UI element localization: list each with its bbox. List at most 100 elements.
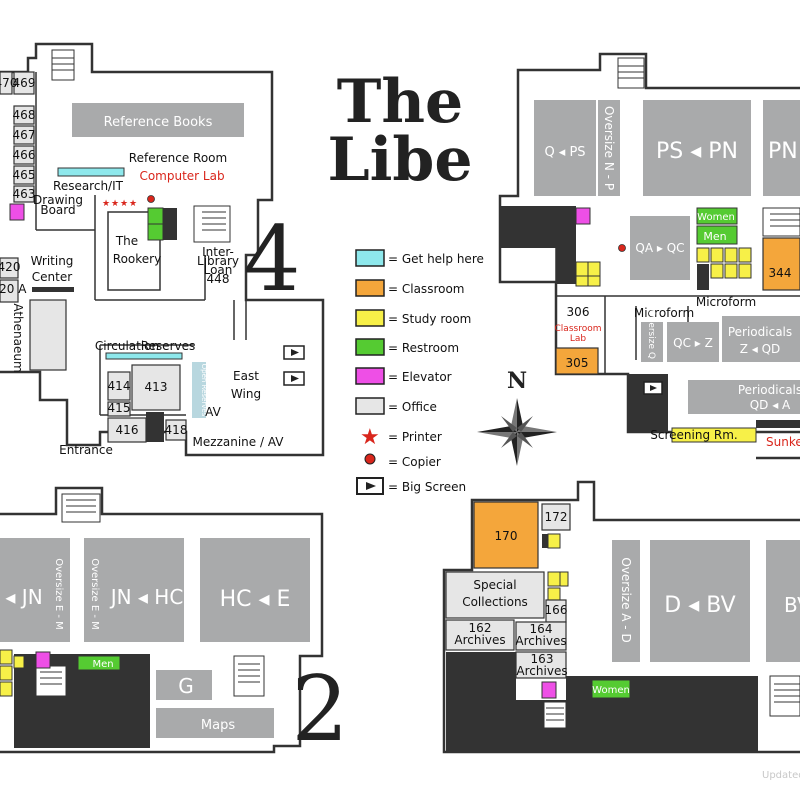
- stack-periodicals-z-qd: [722, 316, 800, 362]
- room-label: 470: [0, 76, 17, 90]
- archives-164-label: Archives: [515, 634, 566, 648]
- floor-3-study-room: [575, 275, 589, 287]
- room-413: [131, 364, 181, 411]
- archives-163-label: Archives: [516, 664, 567, 678]
- stack-qc-z: [667, 322, 719, 362]
- rookery-label-2: Rookery: [113, 252, 161, 266]
- stack-ps-pn-label: PS ◂ PN: [656, 139, 738, 164]
- oversize-e-m-label: Oversize E - M: [89, 558, 100, 630]
- legend-label: = Big Screen: [388, 480, 466, 494]
- floor-2-elevator: [35, 651, 51, 669]
- writing-center-label: Center: [32, 270, 72, 284]
- open-reserves-shelf: [192, 362, 206, 418]
- floor-4-restroom: [147, 223, 164, 241]
- computer-lab-label: Computer Lab: [139, 169, 224, 183]
- room-465: [13, 165, 35, 185]
- microform-label: Microform: [634, 306, 694, 320]
- floor-2-plan: A ◂ JN Oversize E - M JN ◂ HC Oversize E…: [0, 486, 349, 762]
- stack-a-jn-label: A ◂ JN: [0, 585, 43, 609]
- room-420: [0, 257, 19, 279]
- floor-2-inner-stairs: [35, 665, 67, 697]
- periodicals-z-qd-label: Z ◂ QD: [740, 342, 781, 356]
- room-label: 413: [145, 380, 168, 394]
- room-470: [0, 71, 13, 95]
- floor-4-stairs: [51, 49, 75, 81]
- stack-oversize-q-z: [641, 322, 663, 362]
- classroom-swatch-icon: [355, 279, 385, 297]
- room-344: [762, 237, 800, 291]
- room-344-label: 344: [769, 266, 792, 280]
- room-label: 416: [116, 423, 139, 437]
- interlibrary-label: Inter-: [202, 245, 234, 259]
- oversize-a-d-label: Oversize A - D: [619, 557, 633, 642]
- special-collections-room: [445, 571, 545, 619]
- floor-3-stairs: [617, 57, 645, 89]
- stack-hc-e: [200, 538, 310, 642]
- room-463: [13, 185, 35, 203]
- room-label: 415: [108, 401, 131, 415]
- circulation-label: Circulation: [95, 339, 159, 353]
- floor-1-elevator: [541, 681, 557, 699]
- compass-rose: N: [477, 368, 557, 466]
- archives-164-label: 164: [530, 622, 553, 636]
- floor-1-women-restroom: [591, 679, 631, 699]
- writing-center-label: Writing: [31, 254, 74, 268]
- men-restroom-label: Men: [703, 230, 726, 243]
- floor-1-study-room: [559, 571, 569, 587]
- stack-ps-pn: [643, 100, 751, 196]
- floor-4-number: 4: [243, 207, 300, 312]
- interlibrary-label: Loan: [204, 263, 233, 277]
- oversize-q-z-label: Oversize Q - Z: [646, 310, 656, 374]
- floor-3-plan: Q ◂ PS Oversize N - P PS ◂ PN PN ◂ QA ▸ …: [498, 52, 800, 460]
- legend-label: = Classroom: [388, 282, 464, 296]
- stack-periodicals-qd-a: [688, 380, 800, 414]
- floor-3-study-room: [587, 261, 601, 277]
- floor-1-right-stairs: [769, 675, 800, 717]
- screening-room: [671, 427, 757, 443]
- updated-note: Updated: [762, 770, 800, 781]
- room-label: 418: [165, 423, 188, 437]
- archives-163-label: 163: [531, 652, 554, 666]
- stack-qa-qc-label: QA ▸ QC: [635, 241, 684, 255]
- floor-2-number: 2: [291, 657, 348, 762]
- floor-2-outline: [0, 486, 324, 754]
- microform-label: Microform: [696, 295, 756, 309]
- floor-1-plan: 170 172 Special Collections 166 162 Arch…: [442, 480, 800, 754]
- floor-3-study-rooms-center: [696, 247, 752, 279]
- floor-4-printers: ★ ★ ★ ★: [102, 195, 155, 209]
- legend-label: = Elevator: [388, 370, 452, 384]
- help-swatch-icon: [355, 249, 385, 267]
- room-label: 465: [13, 168, 36, 182]
- screening-room-label: Screening Rm.: [650, 428, 737, 442]
- floor-2-right-stairs: [233, 655, 265, 697]
- room-172: [541, 503, 571, 531]
- copier-dot-icon: [618, 244, 626, 252]
- room-305: [555, 347, 599, 375]
- floor-3-outline: [498, 52, 800, 434]
- stack-maps: [156, 708, 274, 738]
- archives-163: [515, 651, 567, 679]
- rookery-label-1: The: [115, 234, 138, 248]
- legend-label: = Get help here: [388, 252, 484, 266]
- stack-pn: [763, 100, 800, 196]
- oversize-n-p-label: Oversize N - P: [602, 106, 616, 190]
- av-label: AV: [205, 405, 221, 419]
- archives-164: [515, 621, 567, 651]
- printer-star-icon: ★: [120, 199, 128, 209]
- room-467: [13, 125, 35, 145]
- classroom-lab-label: Classroom: [555, 324, 602, 334]
- drawing-board-label: Drawing: [33, 193, 83, 207]
- stack-qa-qc: [630, 216, 690, 280]
- floor-4-vault: [146, 412, 164, 442]
- circulation-desk: [105, 352, 183, 360]
- floor-3-dark-block: [556, 248, 576, 284]
- printer-star-icon: ★: [111, 199, 119, 209]
- floor-1-study-room: [547, 571, 561, 587]
- east-wing-label: Wing: [231, 387, 261, 401]
- room-468: [13, 105, 35, 125]
- stack-jn-hc: [84, 538, 184, 642]
- floor-3-study-room: [587, 275, 601, 287]
- athenaeum-room: [29, 299, 67, 371]
- special-collections-label: Special: [473, 578, 516, 592]
- legend-label: = Restroom: [388, 341, 459, 355]
